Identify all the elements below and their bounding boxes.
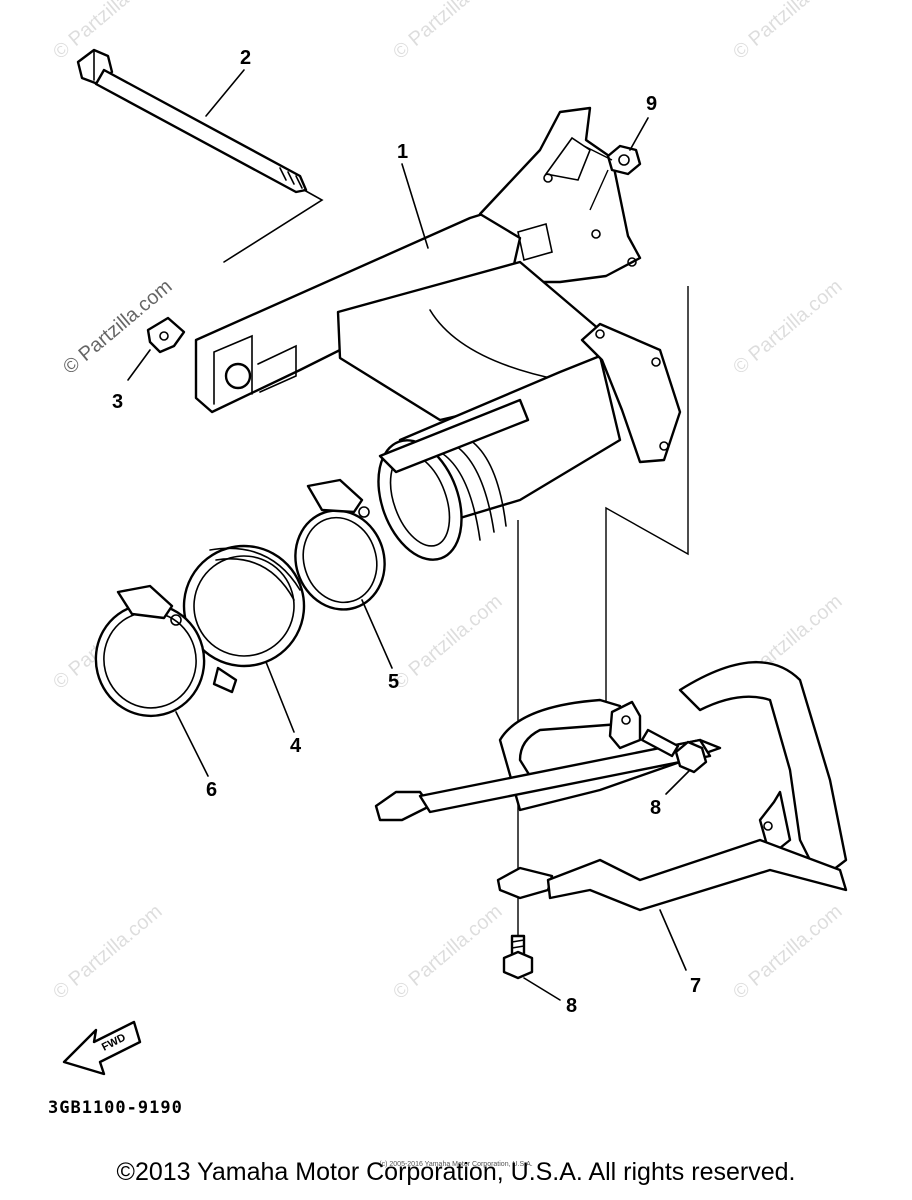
part-3-plate bbox=[127, 316, 186, 381]
watermark: © Partzilla.com bbox=[389, 0, 506, 64]
callouts: 1 2 3 4 5 6 7 8 8 9 bbox=[112, 47, 701, 1017]
watermark: © Partzilla.com bbox=[49, 0, 166, 64]
watermark: © Partzilla.com bbox=[729, 0, 846, 64]
fwd-arrow-icon: FWD bbox=[62, 1020, 142, 1076]
part-5-clamp bbox=[294, 478, 393, 669]
part-6-clamp bbox=[94, 584, 209, 777]
part-1-swing-arm bbox=[194, 106, 682, 561]
part-8-bolt-lower bbox=[502, 934, 561, 1001]
callout-9: 9 bbox=[646, 93, 657, 115]
callout-8-lower: 8 bbox=[566, 995, 577, 1017]
watermark: © Partzilla.com bbox=[389, 900, 506, 1003]
part-4-boot bbox=[182, 544, 306, 733]
callout-2: 2 bbox=[240, 47, 251, 69]
callout-5: 5 bbox=[388, 671, 399, 693]
part-9-nut bbox=[583, 117, 649, 211]
diagram-code: 3GB1100-9190 bbox=[48, 1098, 183, 1118]
callout-8-upper: 8 bbox=[650, 797, 661, 819]
callout-4: 4 bbox=[290, 735, 302, 757]
callout-1: 1 bbox=[397, 141, 408, 163]
watermark: © Partzilla.com bbox=[729, 275, 846, 378]
callout-6: 6 bbox=[206, 779, 217, 801]
watermark: © Partzilla.com bbox=[729, 900, 846, 1003]
footer-copyright: ©2013 Yamaha Motor Corporation, U.S.A. A… bbox=[116, 1158, 796, 1186]
small-copyright: (c) 2005-2016 Yamaha Motor Corporation, … bbox=[379, 1161, 533, 1168]
part-8-bolt-upper bbox=[640, 728, 708, 795]
part-2-pivot-bolt bbox=[76, 48, 324, 263]
watermark: © Partzilla.com bbox=[49, 900, 166, 1003]
callout-7: 7 bbox=[690, 975, 701, 997]
watermark: © Partzilla.com bbox=[389, 590, 506, 693]
callout-3: 3 bbox=[112, 391, 123, 413]
part-7-guard bbox=[374, 661, 848, 971]
